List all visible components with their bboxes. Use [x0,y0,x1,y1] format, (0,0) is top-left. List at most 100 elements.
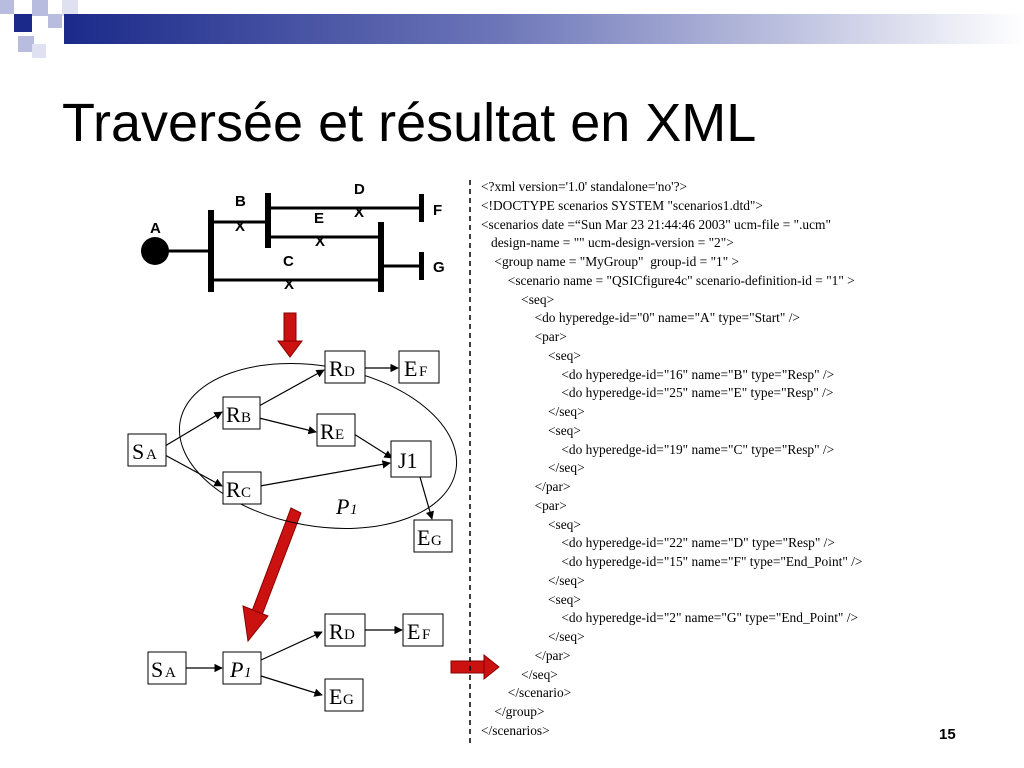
edge-sa-rb [164,411,223,447]
edge-rb-rd [258,369,325,407]
xml-line: <scenarios date =“Sun Mar 23 21:44:46 20… [481,216,831,232]
node-rd: R D [324,350,366,384]
xml-line: <seq> [481,516,581,532]
svg-text:E: E [329,684,342,709]
transform-arrow-3 [450,653,500,681]
svg-text:1: 1 [350,502,358,518]
xml-line: <do hyperedge-id="0" name="A" type="Star… [481,310,800,326]
corner-square-2 [14,14,32,32]
corner-square-3 [32,0,48,16]
graph-1: S A R B R C R D R E E F J1 [127,350,458,553]
svg-text:F: F [422,627,430,643]
ucm-label-f: F [433,202,442,219]
xml-line: <seq> [481,422,581,438]
corner-square-6 [18,36,34,52]
fork-bar-2 [265,193,271,248]
xml-line: <do hyperedge-id="19" name="C" type="Res… [481,441,835,457]
svg-text:A: A [165,665,176,681]
node2-p1: P 1 [222,651,262,685]
xml-line: <seq> [481,591,581,607]
xml-line: <?xml version='1.0' standalone='no'?> [481,179,688,194]
node-re: R E [316,413,356,447]
svg-text:D: D [344,627,355,643]
svg-text:E: E [407,619,420,644]
fork-bar-1 [208,210,214,292]
resp-cross-c: X [284,276,294,293]
xml-code-listing: <?xml version='1.0' standalone='no'?> <!D… [481,178,862,741]
end-bar-g [419,252,424,280]
resp-cross-e: X [315,233,325,250]
xml-line: <seq> [481,291,555,307]
ucm-label-g: G [433,259,445,276]
svg-text:R: R [226,402,241,427]
svg-text:A: A [146,447,157,463]
svg-text:R: R [320,419,335,444]
ucm-label-d: D [354,181,365,198]
graph-2: S A P 1 R D E F E G [147,613,444,712]
svg-text:P: P [229,657,243,682]
xml-line: </par> [481,647,571,663]
svg-text:S: S [151,657,163,682]
xml-line: <seq> [481,347,581,363]
xml-line: <par> [481,329,567,344]
transform-arrow-2 [242,507,302,643]
node-j1: J1 [390,440,432,478]
end-bar-f [419,194,424,222]
svg-text:C: C [241,485,251,501]
title-gradient-bar [64,14,1024,44]
edge-rb-re [258,417,317,435]
resp-cross-b: X [235,218,245,235]
page-number: 15 [939,726,956,743]
xml-line: </par> [481,479,571,494]
xml-line: <par> [481,497,567,513]
svg-text:B: B [241,410,251,426]
slide-title: Traversée et résultat en XML [62,93,757,153]
xml-line: <scenario name = "QSICfigure4c" scenario… [481,272,855,288]
svg-text:R: R [226,477,241,502]
svg-text:G: G [343,692,354,708]
xml-line: </seq> [481,666,558,682]
ucm-label-a: A [150,220,161,237]
svg-text:E: E [335,427,344,443]
edge-j1-eg [419,476,434,520]
ucm-label-c: C [283,253,294,270]
svg-text:D: D [344,364,355,380]
node-rb: R B [222,396,261,430]
resp-cross-d: X [354,204,364,221]
xml-line: <do hyperedge-id="25" name="E" type="Res… [481,385,834,401]
xml-line: </seq> [481,460,585,476]
ucm-label-e: E [314,210,324,227]
xml-line: <do hyperedge-id="15" name="F" type="End… [481,554,863,569]
svg-text:E: E [417,525,430,550]
xml-line: </seq> [481,572,585,588]
xml-line: </scenario> [481,685,572,701]
xml-line: </group> [481,704,545,719]
node-rc: R C [222,471,262,505]
xml-line: </seq> [481,629,585,644]
group-p1-label: P 1 [335,494,358,519]
node2-sa: S A [147,651,187,685]
start-point-a [141,237,169,265]
xml-line: <!DOCTYPE scenarios SYSTEM "scenarios1.d… [481,197,763,213]
node2-eg: E G [324,678,364,712]
node2-rd: R D [324,613,366,647]
xml-line: design-name = "" ucm-design-version = "2… [481,235,734,251]
corner-square-5 [62,0,78,16]
xml-line: <do hyperedge-id="22" name="D" type="Res… [481,535,835,551]
svg-text:R: R [329,619,344,644]
node-sa: S A [127,433,167,467]
svg-text:F: F [419,364,427,380]
transform-arrow-1 [277,312,303,358]
xml-line: </seq> [481,404,585,419]
corner-square-4 [48,14,62,28]
node-eg: E G [413,519,453,553]
ucm-label-b: B [235,193,246,210]
edge2-p1-eg [260,675,323,697]
svg-text:P: P [335,494,349,519]
edge-sa-rc [164,454,223,487]
svg-text:G: G [431,533,442,549]
svg-text:S: S [132,439,144,464]
xml-line: <group name = "MyGroup" group-id = "1" > [481,254,740,269]
xml-line: <do hyperedge-id="2" name="G" type="End_… [481,610,859,626]
